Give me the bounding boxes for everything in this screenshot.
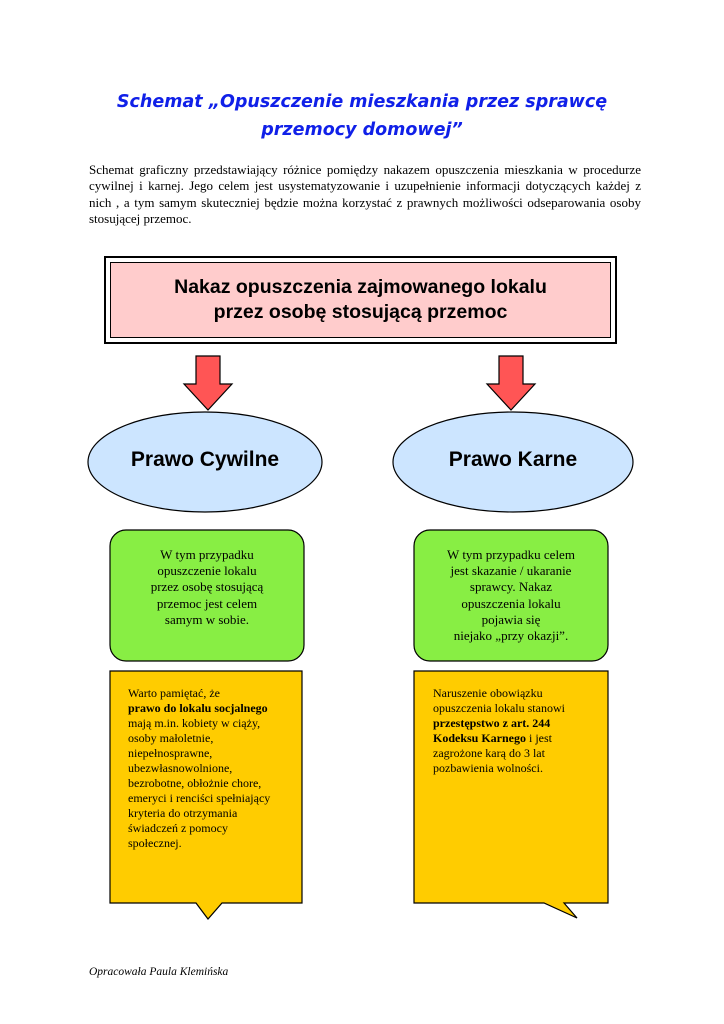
intro-paragraph: Schemat graficzny przedstawiający różnic… — [89, 162, 641, 227]
yellow-text-criminal: Naruszenie obowiązku opuszczenia lokalu … — [433, 686, 593, 776]
page-title: Schemat „Opuszczenie mieszkania przez sp… — [90, 88, 634, 144]
header-box-line-2: przez osobę stosującą przemoc — [213, 301, 508, 323]
green-criminal-line: jest skazanie / ukaranie — [450, 563, 572, 579]
ellipse-criminal — [392, 411, 634, 513]
note-criminal-rest: i jest zagrożone karą do 3 lat pozbawien… — [433, 731, 553, 775]
header-box: Nakaz opuszczenia zajmowanego lokalu prz… — [104, 256, 617, 344]
note-civil-rest: mają m.in. kobiety w ciąży, osoby małole… — [128, 716, 271, 850]
label-civil-law: Prawo Cywilne — [130, 448, 280, 471]
green-civil-line: W tym przypadku — [160, 547, 254, 562]
green-criminal-line: W tym przypadku celem — [447, 547, 575, 562]
green-civil-line: samym w sobie. — [164, 611, 250, 627]
title-line-2: przemocy domowej” — [261, 120, 463, 140]
footer-author: Opracowała Paula Klemińska — [89, 966, 229, 978]
note-criminal-bold: przestępstwo z art. 244 Kodeksu Karnego — [433, 716, 551, 745]
note-civil-bold: prawo do lokalu socjalnego — [128, 701, 268, 715]
title-line-1: Schemat „Opuszczenie mieszkania przez sp… — [116, 92, 608, 112]
green-criminal-line: sprawcy. Nakaz — [469, 579, 553, 595]
green-civil-line: przez osobę stosującą — [150, 579, 264, 595]
header-box-line-1: Nakaz opuszczenia zajmowanego lokalu — [174, 276, 547, 298]
note-civil-intro: Warto pamiętać, że — [128, 686, 220, 700]
yellow-callout-criminal — [413, 670, 609, 919]
green-box-civil — [109, 529, 305, 662]
green-criminal-line: opuszczenia lokalu — [461, 595, 561, 611]
note-criminal-intro: Naruszenie obowiązku opuszczenia lokalu … — [433, 686, 565, 715]
label-criminal-law: Prawo Karne — [448, 448, 578, 471]
green-criminal-line: niejako „przy okazji”. — [453, 628, 569, 644]
ellipse-civil — [87, 411, 323, 513]
green-text-criminal: W tym przypadku celem jest skazanie / uk… — [422, 547, 600, 644]
arrow-down-criminal — [485, 355, 537, 411]
yellow-callout-civil — [109, 670, 303, 920]
green-text-civil: W tym przypadku opuszczenie lokalu przez… — [118, 547, 296, 628]
green-civil-line: przemoc jest celem — [156, 595, 258, 611]
green-civil-line: opuszczenie lokalu — [157, 563, 257, 579]
header-box-inner: Nakaz opuszczenia zajmowanego lokalu prz… — [110, 262, 611, 338]
green-box-criminal — [413, 529, 609, 662]
arrow-down-civil — [182, 355, 234, 411]
green-criminal-line: pojawia się — [481, 611, 541, 627]
